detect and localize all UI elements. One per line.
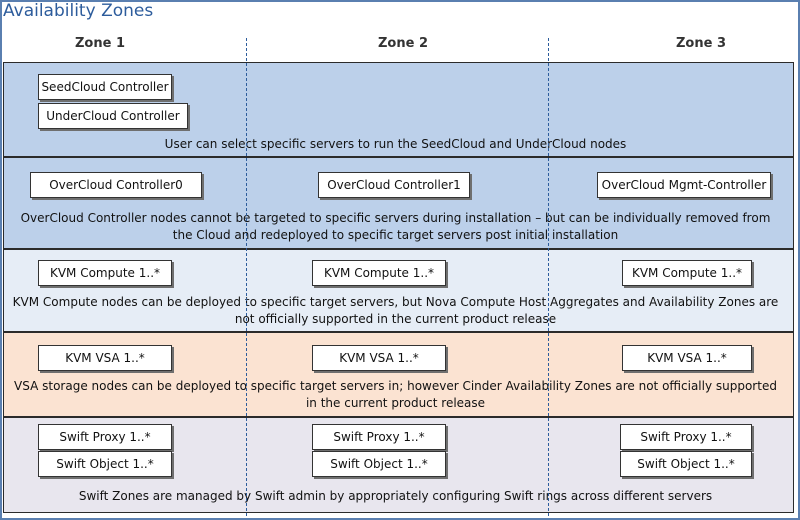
kvm-compute-zone2-box: KVM Compute 1..* [312,260,446,286]
kvm-vsa-zone1-box: KVM VSA 1..* [38,345,172,371]
seedcloud-controller-box: SeedCloud Controller [38,74,172,100]
kvm-vsa-zone2-box: KVM VSA 1..* [312,345,446,371]
swift-proxy-zone2-box: Swift Proxy 1..* [312,424,446,450]
zone-separator-2 [548,38,549,516]
overcloud-mgmt-controller-box: OverCloud Mgmt-Controller [597,172,771,198]
swift-proxy-zone3-box: Swift Proxy 1..* [620,424,752,450]
swift-caption: Swift Zones are managed by Swift admin b… [78,489,713,503]
swift-object-zone2-box: Swift Object 1..* [312,451,446,477]
controllers-caption: User can select specific servers to run … [164,137,627,151]
swift-object-zone3-box: Swift Object 1..* [620,451,752,477]
zone-separator-1 [246,38,247,516]
kvm-caption: KVM Compute nodes can be deployed to spe… [12,295,779,326]
zone-3-label: Zone 3 [676,36,727,51]
zone-2-label: Zone 2 [378,36,429,51]
undercloud-controller-box: UnderCloud Controller [38,103,188,129]
swift-proxy-zone1-box: Swift Proxy 1..* [38,424,172,450]
diagram-title: Availability Zones [3,1,154,21]
kvm-compute-zone3-box: KVM Compute 1..* [622,260,752,286]
overcloud-controller0-box: OverCloud Controller0 [30,172,202,198]
swift-object-zone1-box: Swift Object 1..* [38,451,172,477]
kvm-vsa-zone3-box: KVM VSA 1..* [622,345,752,371]
kvm-compute-zone1-box: KVM Compute 1..* [38,260,172,286]
overcloud-caption: OverCloud Controller nodes cannot be tar… [20,211,771,242]
vsa-caption: VSA storage nodes can be deployed to spe… [14,379,777,410]
overcloud-controller1-box: OverCloud Controller1 [318,172,470,198]
zone-1-label: Zone 1 [75,36,126,51]
